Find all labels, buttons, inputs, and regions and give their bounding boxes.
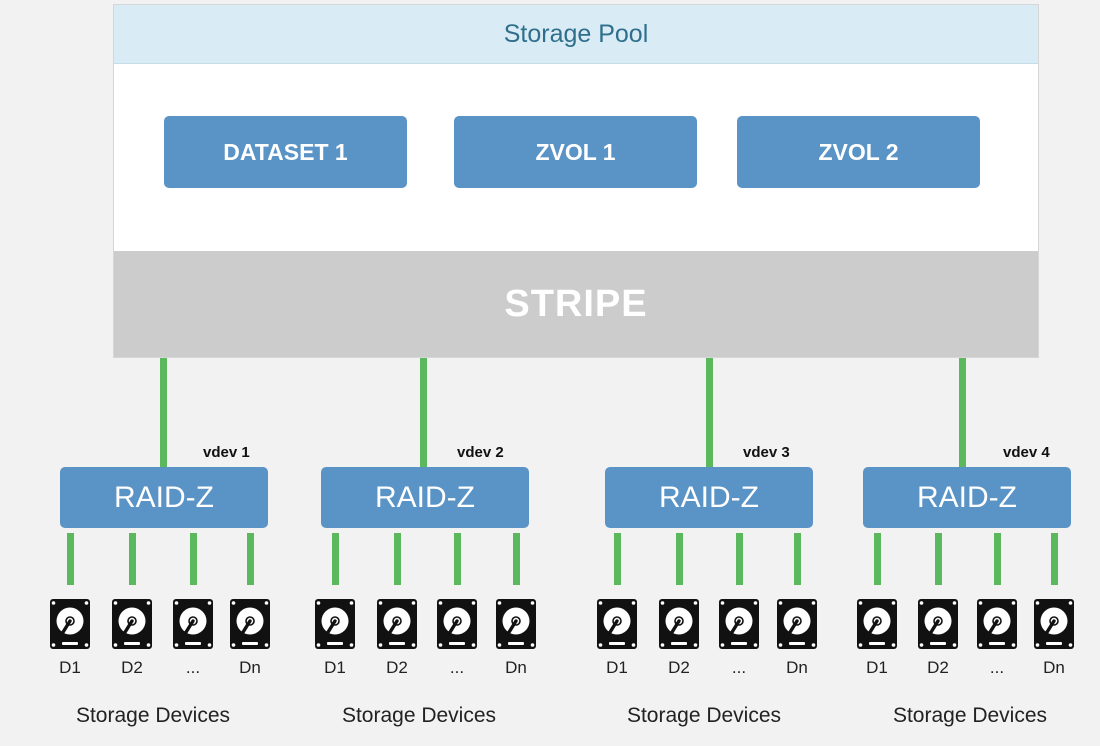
disk-label: D2 xyxy=(121,658,143,677)
disk-label: Dn xyxy=(505,658,527,677)
hard-disk-icon xyxy=(436,598,478,650)
disk-connector xyxy=(676,533,683,585)
hard-disk-icon xyxy=(229,598,271,650)
disk-connector xyxy=(67,533,74,585)
disk-label: D1 xyxy=(59,658,81,677)
hard-disk-icon xyxy=(917,598,959,650)
stripe-connector-vdev-3 xyxy=(706,358,713,467)
stripe-connector-vdev-4 xyxy=(959,358,966,467)
disk-label: Dn xyxy=(239,658,261,677)
hard-disk-icon xyxy=(172,598,214,650)
disk-label: D1 xyxy=(866,658,888,677)
hard-disk-icon xyxy=(658,598,700,650)
vdev-label-3: vdev 3 xyxy=(743,444,790,461)
pool-title: Storage Pool xyxy=(114,5,1038,64)
hard-disk-icon xyxy=(495,598,537,650)
hard-disk-icon xyxy=(976,598,1018,650)
disk-label: D2 xyxy=(386,658,408,677)
disk-connector xyxy=(736,533,743,585)
disk-connector xyxy=(394,533,401,585)
disk-connector xyxy=(129,533,136,585)
disk-label: D1 xyxy=(324,658,346,677)
disk-connector xyxy=(454,533,461,585)
storage-devices-caption-3: Storage Devices xyxy=(626,704,782,727)
stripe-connector-vdev-2 xyxy=(420,358,427,467)
volume-dataset-1: DATASET 1 xyxy=(164,116,407,188)
disk-label: ... xyxy=(989,658,1005,677)
vdev-label-2: vdev 2 xyxy=(457,444,504,461)
disk-label: D2 xyxy=(668,658,690,677)
hard-disk-icon xyxy=(1033,598,1075,650)
raidz-box-1: RAID-Z xyxy=(60,467,268,528)
disk-connector xyxy=(794,533,801,585)
disk-label: ... xyxy=(731,658,747,677)
disk-label: ... xyxy=(185,658,201,677)
stripe-layer: STRIPE xyxy=(114,251,1038,357)
raidz-box-4: RAID-Z xyxy=(863,467,1071,528)
hard-disk-icon xyxy=(596,598,638,650)
hard-disk-icon xyxy=(856,598,898,650)
raidz-box-2: RAID-Z xyxy=(321,467,529,528)
storage-devices-caption-2: Storage Devices xyxy=(341,704,497,727)
disk-connector xyxy=(994,533,1001,585)
disk-connector xyxy=(247,533,254,585)
hard-disk-icon xyxy=(718,598,760,650)
disk-connector xyxy=(513,533,520,585)
volume-zvol-1: ZVOL 1 xyxy=(454,116,697,188)
hard-disk-icon xyxy=(376,598,418,650)
disk-connector xyxy=(190,533,197,585)
disk-label: ... xyxy=(449,658,465,677)
disk-connector xyxy=(614,533,621,585)
disk-connector xyxy=(332,533,339,585)
hard-disk-icon xyxy=(111,598,153,650)
disk-label: Dn xyxy=(786,658,808,677)
vdev-label-1: vdev 1 xyxy=(203,444,250,461)
hard-disk-icon xyxy=(49,598,91,650)
hard-disk-icon xyxy=(314,598,356,650)
disk-connector xyxy=(1051,533,1058,585)
disk-label: D1 xyxy=(606,658,628,677)
raidz-box-3: RAID-Z xyxy=(605,467,813,528)
disk-label: Dn xyxy=(1043,658,1065,677)
hard-disk-icon xyxy=(776,598,818,650)
disk-connector xyxy=(935,533,942,585)
stripe-connector-vdev-1 xyxy=(160,358,167,467)
disk-connector xyxy=(874,533,881,585)
disk-label: D2 xyxy=(927,658,949,677)
storage-pool: Storage Pool DATASET 1 ZVOL 1 ZVOL 2 STR… xyxy=(113,4,1039,358)
vdev-label-4: vdev 4 xyxy=(1003,444,1050,461)
storage-devices-caption-1: Storage Devices xyxy=(75,704,231,727)
volume-zvol-2: ZVOL 2 xyxy=(737,116,980,188)
storage-devices-caption-4: Storage Devices xyxy=(892,704,1048,727)
